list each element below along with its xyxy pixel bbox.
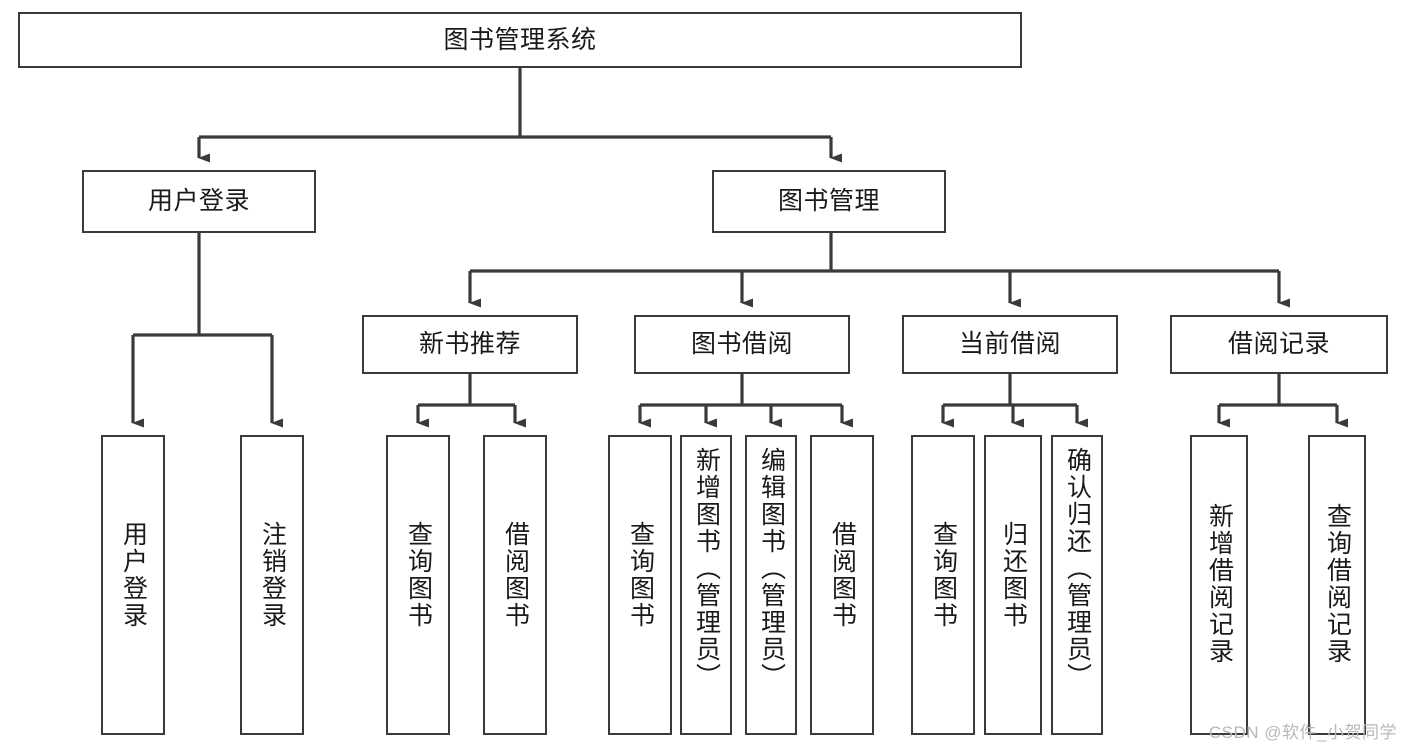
node-leaf-query-book-3[interactable]: 查询图书 <box>911 435 975 735</box>
node-root-system-label: 图书管理系统 <box>443 25 597 54</box>
node-leaf-edit-book[interactable]: 编辑图书（管理员） <box>745 435 797 735</box>
node-leaf-query-book-2[interactable]: 查询图书 <box>608 435 672 735</box>
node-new-book-recommend-label: 新书推荐 <box>418 330 521 358</box>
node-leaf-return-book[interactable]: 归还图书 <box>984 435 1042 735</box>
node-leaf-confirm-return[interactable]: 确认归还（管理员） <box>1051 435 1103 735</box>
node-book-borrow[interactable]: 图书借阅 <box>634 315 850 374</box>
node-current-borrow-label: 当前借阅 <box>958 330 1061 358</box>
node-leaf-query-book-1[interactable]: 查询图书 <box>386 435 450 735</box>
node-leaf-user-logout[interactable]: 注销登录 <box>240 435 304 735</box>
node-leaf-edit-book-label: 编辑图书（管理员） <box>757 447 786 690</box>
node-user-login[interactable]: 用户登录 <box>82 170 316 233</box>
node-current-borrow[interactable]: 当前借阅 <box>902 315 1118 374</box>
watermark-text: CSDN @软件_小贺同学 <box>1208 723 1397 742</box>
node-borrow-record[interactable]: 借阅记录 <box>1170 315 1388 374</box>
node-book-management-label: 图书管理 <box>777 187 880 215</box>
node-leaf-add-borrow-record-label: 新增借阅记录 <box>1205 503 1234 665</box>
node-leaf-borrow-book-2[interactable]: 借阅图书 <box>810 435 874 735</box>
node-leaf-query-borrow-record-label: 查询借阅记录 <box>1323 503 1352 665</box>
node-leaf-user-login[interactable]: 用户登录 <box>101 435 165 735</box>
node-book-borrow-label: 图书借阅 <box>690 330 793 358</box>
node-leaf-add-book-label: 新增图书（管理员） <box>692 447 721 690</box>
node-leaf-confirm-return-label: 确认归还（管理员） <box>1063 447 1092 690</box>
node-new-book-recommend[interactable]: 新书推荐 <box>362 315 578 374</box>
node-leaf-query-book-3-label: 查询图书 <box>929 521 958 629</box>
node-leaf-query-book-2-label: 查询图书 <box>626 521 655 629</box>
node-leaf-borrow-book-2-label: 借阅图书 <box>828 521 857 629</box>
node-leaf-borrow-book-1-label: 借阅图书 <box>501 521 530 629</box>
node-book-management[interactable]: 图书管理 <box>712 170 946 233</box>
node-borrow-record-label: 借阅记录 <box>1227 330 1330 358</box>
node-leaf-borrow-book-1[interactable]: 借阅图书 <box>483 435 547 735</box>
node-leaf-query-borrow-record[interactable]: 查询借阅记录 <box>1308 435 1366 735</box>
node-leaf-user-login-label: 用户登录 <box>119 521 148 629</box>
node-leaf-add-book[interactable]: 新增图书（管理员） <box>680 435 732 735</box>
node-root-system[interactable]: 图书管理系统 <box>18 12 1022 68</box>
node-leaf-user-logout-label: 注销登录 <box>258 521 287 629</box>
node-leaf-add-borrow-record[interactable]: 新增借阅记录 <box>1190 435 1248 735</box>
node-leaf-return-book-label: 归还图书 <box>999 521 1028 629</box>
node-user-login-label: 用户登录 <box>147 187 250 215</box>
node-leaf-query-book-1-label: 查询图书 <box>404 521 433 629</box>
